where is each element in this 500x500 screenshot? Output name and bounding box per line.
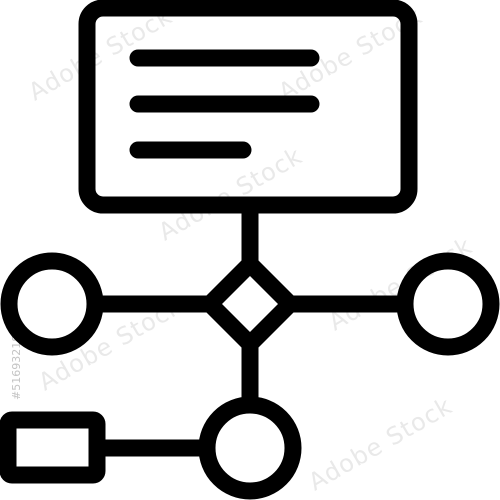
- node-circle-right: [396, 252, 500, 356]
- node-circle-left: [0, 252, 104, 356]
- node-rectangle: [0, 411, 106, 484]
- decision-diamond: [201, 255, 299, 353]
- node-circle-bottom: [198, 396, 302, 500]
